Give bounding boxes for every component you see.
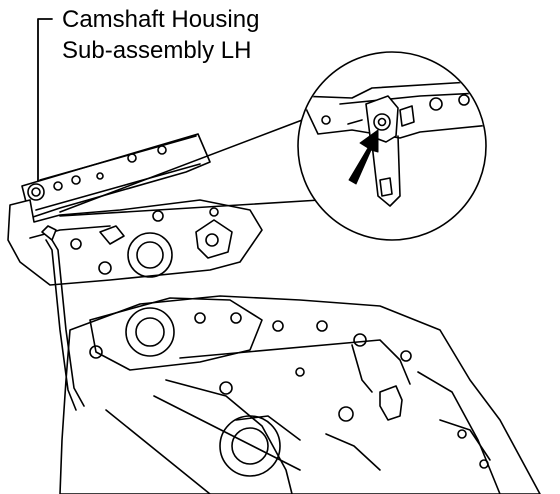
callout-leader-lower bbox=[59, 199, 321, 217]
camshaft-housing-part bbox=[21, 133, 211, 219]
engine-block bbox=[59, 295, 541, 494]
cylinder-head bbox=[7, 199, 263, 286]
arrow-icon bbox=[348, 129, 379, 185]
callout-label-line1: Camshaft Housing bbox=[62, 6, 260, 33]
callout-label-line2: Sub-assembly LH bbox=[62, 37, 252, 64]
bolt-icon bbox=[373, 113, 391, 131]
leader-line bbox=[37, 18, 53, 191]
magnified-detail bbox=[297, 51, 487, 241]
callout-label: Camshaft Housing Sub-assembly LH bbox=[62, 4, 259, 66]
callout-leader-upper bbox=[59, 113, 319, 213]
guide-tube bbox=[41, 225, 85, 411]
